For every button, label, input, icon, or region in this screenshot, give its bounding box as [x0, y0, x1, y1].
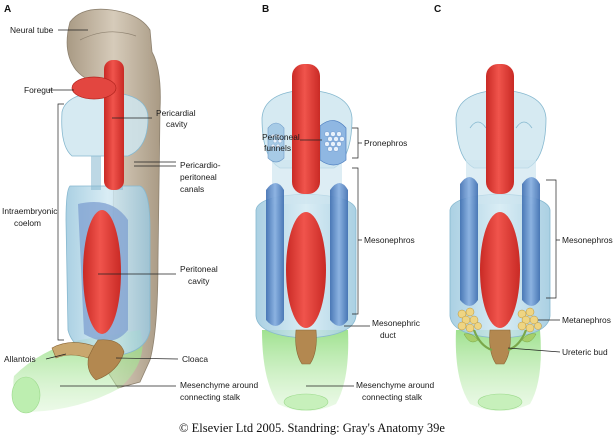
label-mesonephric-duct-1: Mesonephric	[372, 318, 420, 328]
cloaca-c	[489, 329, 511, 365]
mesonephros-right-c	[522, 177, 540, 306]
allantois-a	[51, 342, 95, 359]
label-foregut: Foregut	[24, 85, 54, 95]
mesonephros-left-b	[266, 183, 284, 326]
label-peritoneal-cavity-2: cavity	[188, 276, 210, 286]
label-ureteric-bud: Ureteric bud	[562, 347, 608, 357]
midgut-a	[83, 210, 121, 334]
metanephros-left-c	[457, 307, 482, 333]
panel-c-letter: C	[434, 4, 441, 15]
label-mesonephros-c: Mesonephros	[562, 235, 613, 245]
panel-a-letter: A	[4, 4, 11, 15]
label-mesonephric-duct: Mesonephric duct	[372, 318, 422, 340]
figure-caption: © Elsevier Ltd 2005. Standring: Gray's A…	[179, 421, 445, 435]
label-pronephros: Pronephros	[364, 138, 407, 148]
label-mesonephric-duct-2: duct	[380, 330, 397, 340]
label-mesenchyme-a-1: Mesenchyme around	[180, 380, 259, 390]
label-intraembryonic-coelom-1: Intraembryonic	[2, 206, 57, 216]
foregut-tube-c	[486, 64, 514, 194]
label-mesenchyme-a: Mesenchyme around connecting stalk	[180, 380, 261, 402]
midgut-c	[480, 212, 520, 328]
cloaca-a	[87, 339, 125, 381]
label-intraembryonic-coelom-2: coelom	[14, 218, 41, 228]
label-pericardio-peritoneal-2: peritoneal	[180, 172, 217, 182]
metanephros-right-c	[517, 307, 542, 333]
connecting-stalk-b	[262, 330, 349, 411]
label-mesenchyme-b-1: Mesenchyme around	[356, 380, 435, 390]
label-peritoneal-funnels-2: funnels	[264, 143, 291, 153]
midgut-b	[286, 212, 326, 328]
label-pericardial-cavity-1: Pericardial	[156, 108, 196, 118]
label-peritoneal-funnels: Peritoneal funnels	[262, 132, 302, 153]
panel-a: A Neural tube Foregut	[2, 4, 261, 414]
cloaca-b	[295, 329, 317, 365]
mesonephros-left-c	[460, 177, 478, 306]
peritoneal-funnels-right	[324, 131, 345, 152]
peritoneal-funnels-left	[270, 133, 283, 149]
ureteric-bud-c	[472, 329, 528, 352]
stalk-end-c	[477, 393, 523, 411]
label-mesonephros-b: Mesonephros	[364, 235, 415, 245]
label-peritoneal-cavity: Peritoneal cavity	[180, 264, 220, 286]
mesonephros-right-b	[330, 183, 348, 326]
panel-b-letter: B	[262, 4, 269, 15]
foregut-bulb-a	[71, 76, 117, 100]
foregut-tube-b	[292, 64, 320, 194]
label-pericardio-peritoneal: Pericardio- peritoneal canals	[180, 160, 223, 194]
label-pericardial-cavity-2: cavity	[166, 119, 188, 129]
label-mesenchyme-b: Mesenchyme around connecting stalk	[356, 380, 437, 402]
label-metanephros: Metanephros	[562, 315, 611, 325]
stalk-end-b	[283, 393, 329, 411]
pericardial-fold-c	[469, 121, 533, 129]
label-peritoneal-funnels-1: Peritoneal	[262, 132, 300, 142]
label-pericardial-cavity: Pericardial cavity	[156, 108, 198, 129]
label-pericardio-peritoneal-1: Pericardio-	[180, 160, 221, 170]
label-mesenchyme-b-2: connecting stalk	[362, 392, 423, 402]
panel-b: B	[255, 4, 437, 411]
label-peritoneal-cavity-1: Peritoneal	[180, 264, 218, 274]
label-neural-tube: Neural tube	[10, 25, 54, 35]
label-pericardio-peritoneal-3: canals	[180, 184, 204, 194]
label-intraembryonic-coelom: Intraembryonic coelom	[2, 206, 60, 228]
label-allantois: Allantois	[4, 354, 36, 364]
stalk-end-a	[11, 376, 41, 414]
label-cloaca: Cloaca	[182, 354, 208, 364]
label-mesenchyme-a-2: connecting stalk	[180, 392, 241, 402]
neural-tube-fold	[79, 31, 137, 41]
connecting-stalk-c	[455, 330, 541, 411]
metanephric-leaves-c	[463, 333, 537, 343]
panel-c: C Mesonephros	[434, 4, 613, 411]
